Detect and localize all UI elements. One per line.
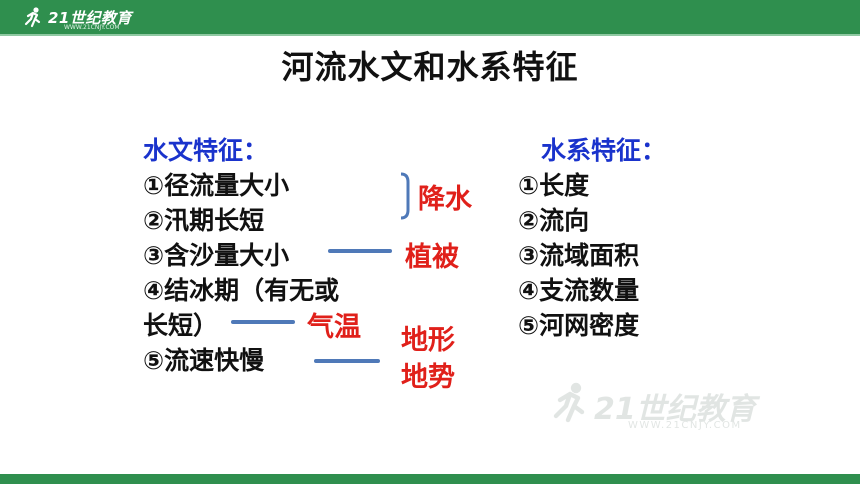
hydrology-heading: 水文特征：: [143, 136, 269, 165]
hydrology-item-velocity: ⑤流速快慢: [143, 346, 265, 375]
logo-url: WWW.21CNJY.COM: [64, 24, 120, 31]
runner-logo-icon: [24, 7, 41, 28]
hydrology-item-freeze-cont: 长短）: [143, 311, 219, 340]
system-heading: 水系特征：: [541, 136, 667, 165]
factor-terrain-line1: 地形: [401, 325, 455, 356]
factor-terrain-line2: 地势: [401, 362, 455, 393]
hydrology-item-freeze: ④结冰期（有无或: [143, 276, 340, 305]
watermark: 21世纪教育 WWW.21CNJY.COM: [548, 378, 818, 438]
hydrology-item-flood-season: ②汛期长短: [143, 206, 265, 235]
watermark-url: WWW.21CNJY.COM: [628, 420, 742, 431]
system-item-network-density: ⑤河网密度: [518, 311, 640, 340]
factor-precipitation: 降水: [418, 184, 472, 215]
footer-bar: [0, 474, 860, 484]
header-bar: 21世纪教育 WWW.21CNJY.COM: [0, 0, 860, 34]
site-logo[interactable]: 21世纪教育 WWW.21CNJY.COM: [22, 6, 132, 31]
factor-temperature: 气温: [307, 312, 361, 343]
factor-terrain: 地形 地势: [401, 322, 455, 396]
factor-vegetation: 植被: [405, 242, 459, 273]
system-item-basin-area: ③流域面积: [518, 241, 640, 270]
logo-text: 21世纪教育: [48, 8, 132, 27]
watermark-text: 21世纪教育: [594, 392, 756, 427]
system-item-length: ①长度: [518, 171, 590, 200]
header-divider: [0, 34, 860, 36]
system-item-tributaries: ④支流数量: [518, 276, 640, 305]
precipitation-brace: [400, 172, 410, 220]
hydrology-item-sediment: ③含沙量大小: [143, 241, 290, 270]
system-item-direction: ②流向: [518, 206, 590, 235]
hydrology-item-runoff: ①径流量大小: [143, 171, 290, 200]
watermark-runner-icon: [553, 382, 585, 423]
slide-title: 河流水文和水系特征: [281, 48, 579, 86]
